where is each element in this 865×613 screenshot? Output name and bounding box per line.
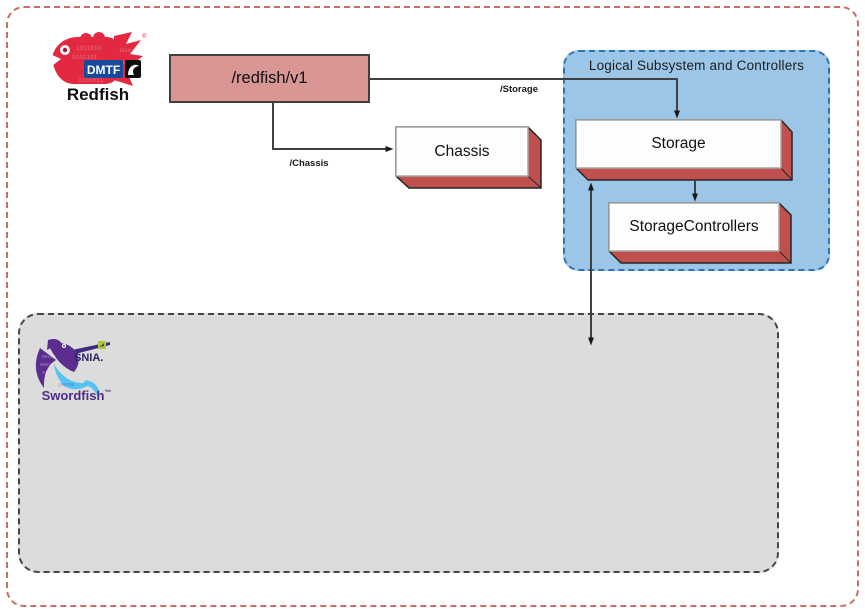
node-chassis: Chassis [395,126,543,190]
edge-label-chassis-path: /Chassis [289,158,329,169]
svg-text:100100: 100100 [58,382,75,388]
svg-text:00100: 00100 [42,354,56,360]
logical-subsystem-title: Logical Subsystem and Controllers [588,58,805,73]
node-storage-label: Storage [651,135,706,152]
chassis-box-shape [395,126,542,189]
svg-text:1010: 1010 [119,48,131,54]
svg-text:1011010: 1011010 [76,45,102,52]
swordfish-logo-icon: 00100 00010 01101 100100 SNIA. [35,339,110,398]
swordfish-logo-name: Swordfish™ [41,388,112,403]
container-swordfish-region [18,313,779,573]
svg-text:0101101: 0101101 [72,54,98,61]
storage-controllers-box-shape [608,202,792,264]
redfish-logo-icon: 1011010 0101101 1101011 1010 0110 DMTF ® [48,32,147,86]
dmtf-badge-label: DMTF [87,63,120,77]
redfish-hump-icon [93,32,105,44]
swordfish-fin-icon [35,348,56,388]
snia-label: SNIA. [74,352,103,364]
swordfish-body-icon [48,343,79,372]
redfish-logo-name: Redfish [66,85,130,104]
node-storage-controllers-label: StorageControllers [629,218,759,235]
redfish-hump-icon [80,33,92,45]
node-storage: Storage [575,119,794,182]
svg-text:00010: 00010 [40,362,54,368]
storage-box-shape [575,119,793,181]
node-service-root-label: /redfish/v1 [231,69,308,87]
node-service-root: /redfish/v1 [169,54,370,103]
svg-text:1101011: 1101011 [78,77,104,84]
edge-label-storage-path: /Storage [499,84,538,95]
swordfish-belly-icon [54,364,94,390]
swordfish-trademark: ™ [104,389,112,397]
dmtf-badge [84,60,123,78]
redfish-mouth-icon [48,53,61,69]
outer-dashed-frame [6,6,859,607]
node-chassis-label: Chassis [434,142,490,160]
svg-text:01101: 01101 [42,370,56,376]
swordfish-tail-icon [82,380,99,398]
redfish-registered-mark: ® [142,33,147,40]
node-storage-controllers: StorageControllers [608,202,793,265]
